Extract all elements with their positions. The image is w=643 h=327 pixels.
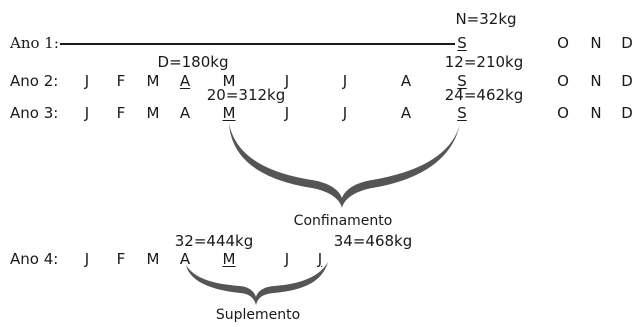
year3-month-jun: J — [284, 104, 290, 122]
year1-label: Ano 1: — [10, 34, 59, 52]
year4-may-annotation: 32=444kg — [174, 232, 254, 250]
year2-month-mar: M — [146, 72, 160, 90]
suplemento-brace — [186, 262, 328, 305]
year4-month-jun: J — [284, 250, 290, 268]
year2-month-jul: J — [342, 72, 348, 90]
year1-sep-annotation: N=32kg — [455, 10, 517, 28]
year2-month-oct: O — [557, 72, 569, 90]
year2-apr-annotation: D=180kg — [157, 53, 229, 71]
year3-may-annotation: 20=312kg — [206, 86, 286, 104]
year1-month-nov: N — [590, 34, 602, 52]
year3-month-oct: O — [557, 104, 569, 122]
year2-month-feb: F — [116, 72, 126, 90]
year3-month-dec: D — [621, 104, 633, 122]
confinamento-brace — [229, 124, 460, 208]
year4-jul-annotation: 34=468kg — [333, 232, 413, 250]
confinamento-label: Confinamento — [293, 213, 393, 229]
year2-label: Ano 2: — [10, 72, 59, 90]
year3-month-apr: A — [179, 104, 191, 122]
year2-month-jan: J — [84, 72, 90, 90]
year3-month-may: M — [222, 104, 236, 122]
year3-label: Ano 3: — [10, 104, 59, 122]
year4-month-apr: A — [179, 250, 191, 268]
suplemento-label: Suplemento — [215, 307, 301, 323]
year2-month-may: M — [222, 72, 236, 90]
year3-month-jul: J — [342, 104, 348, 122]
year1-month-sep: S — [457, 34, 467, 52]
year4-label: Ano 4: — [10, 250, 59, 268]
year3-sep-annotation: 24=462kg — [444, 86, 524, 104]
year4-month-jan: J — [84, 250, 90, 268]
year3-month-nov: N — [590, 104, 602, 122]
year4-month-jul: J — [317, 250, 323, 268]
year2-month-jun: J — [284, 72, 290, 90]
year3-month-feb: F — [116, 104, 126, 122]
year3-month-jan: J — [84, 104, 90, 122]
year4-month-mar: M — [146, 250, 160, 268]
year3-month-mar: M — [146, 104, 160, 122]
year2-month-dec: D — [621, 72, 633, 90]
year3-month-sep: S — [457, 104, 467, 122]
year4-month-feb: F — [116, 250, 126, 268]
year1-month-oct: O — [557, 34, 569, 52]
year2-sep-annotation: 12=210kg — [444, 53, 524, 71]
year3-month-aug: A — [400, 104, 412, 122]
year1-month-dec: D — [621, 34, 633, 52]
year1-timeline-line — [60, 43, 455, 45]
year2-month-aug: A — [400, 72, 412, 90]
year4-month-may: M — [222, 250, 236, 268]
year2-month-sep: S — [457, 72, 467, 90]
year2-month-nov: N — [590, 72, 602, 90]
year2-month-apr: A — [179, 72, 191, 90]
